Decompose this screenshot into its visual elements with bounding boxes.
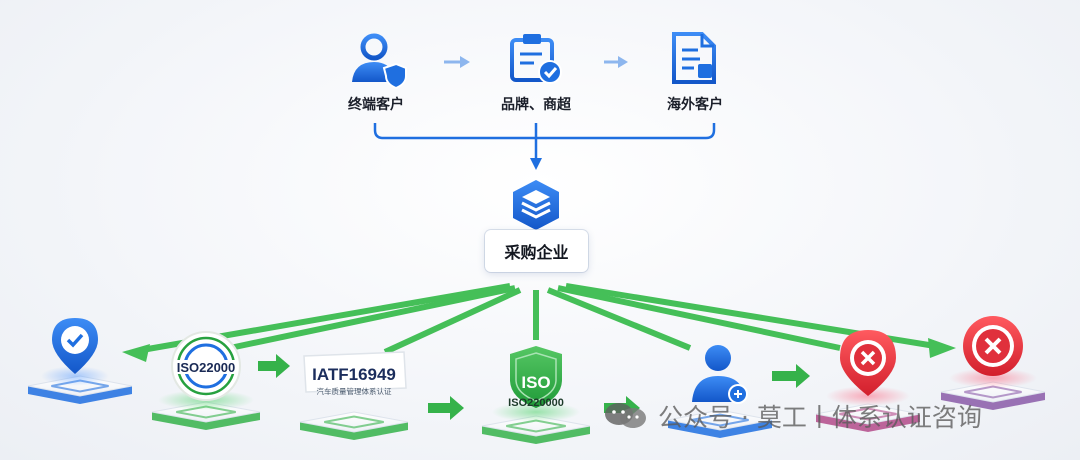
iso22000-seal-icon [158, 331, 254, 410]
iatf-badge-icon [303, 351, 407, 393]
check-pin-icon [41, 318, 109, 386]
x-circle-icon [949, 316, 1037, 388]
procurement-box: 采购企业 [485, 230, 588, 272]
stack-cube-icon [513, 180, 559, 230]
top-node-label-end-customer: 终端客户 [348, 97, 404, 113]
platform-6 [815, 403, 921, 432]
watermark-text: 公众号 · 莫工丨体系认证咨询 [658, 403, 982, 432]
platform-5 [667, 409, 773, 438]
iso-shield-text: ISO [521, 373, 550, 392]
user-plus-icon [692, 345, 748, 404]
platform-3 [299, 411, 409, 440]
top-node-label-brand: 品牌、商超 [501, 97, 571, 113]
merge-connector [373, 123, 716, 140]
distribution-lines [122, 283, 956, 362]
clipboard-check-icon [510, 34, 562, 84]
top-node-label-overseas: 海外客户 [667, 97, 723, 113]
user-shield-icon [352, 33, 407, 90]
iatf-badge-text: IATF16949 [312, 365, 396, 384]
top-flow-arrow-1 [444, 56, 470, 68]
iso22000-badge-text: ISO22000 [177, 360, 236, 375]
top-flow-arrow-2 [604, 56, 628, 68]
platform-7 [940, 381, 1046, 410]
document-icon [672, 32, 716, 84]
watermark: 公众号 · 莫工丨体系认证咨询 [604, 396, 982, 436]
wechat-icon [604, 402, 648, 430]
iso-shield-icon [492, 346, 580, 422]
iso-shield-subtext: ISO220000 [508, 397, 564, 409]
x-pin-icon [826, 330, 910, 406]
iatf-badge-subtext: 汽车质量管理体系认证 [317, 386, 392, 396]
procurement-label: 采购企业 [504, 243, 569, 262]
merge-arrow-head [530, 158, 542, 170]
